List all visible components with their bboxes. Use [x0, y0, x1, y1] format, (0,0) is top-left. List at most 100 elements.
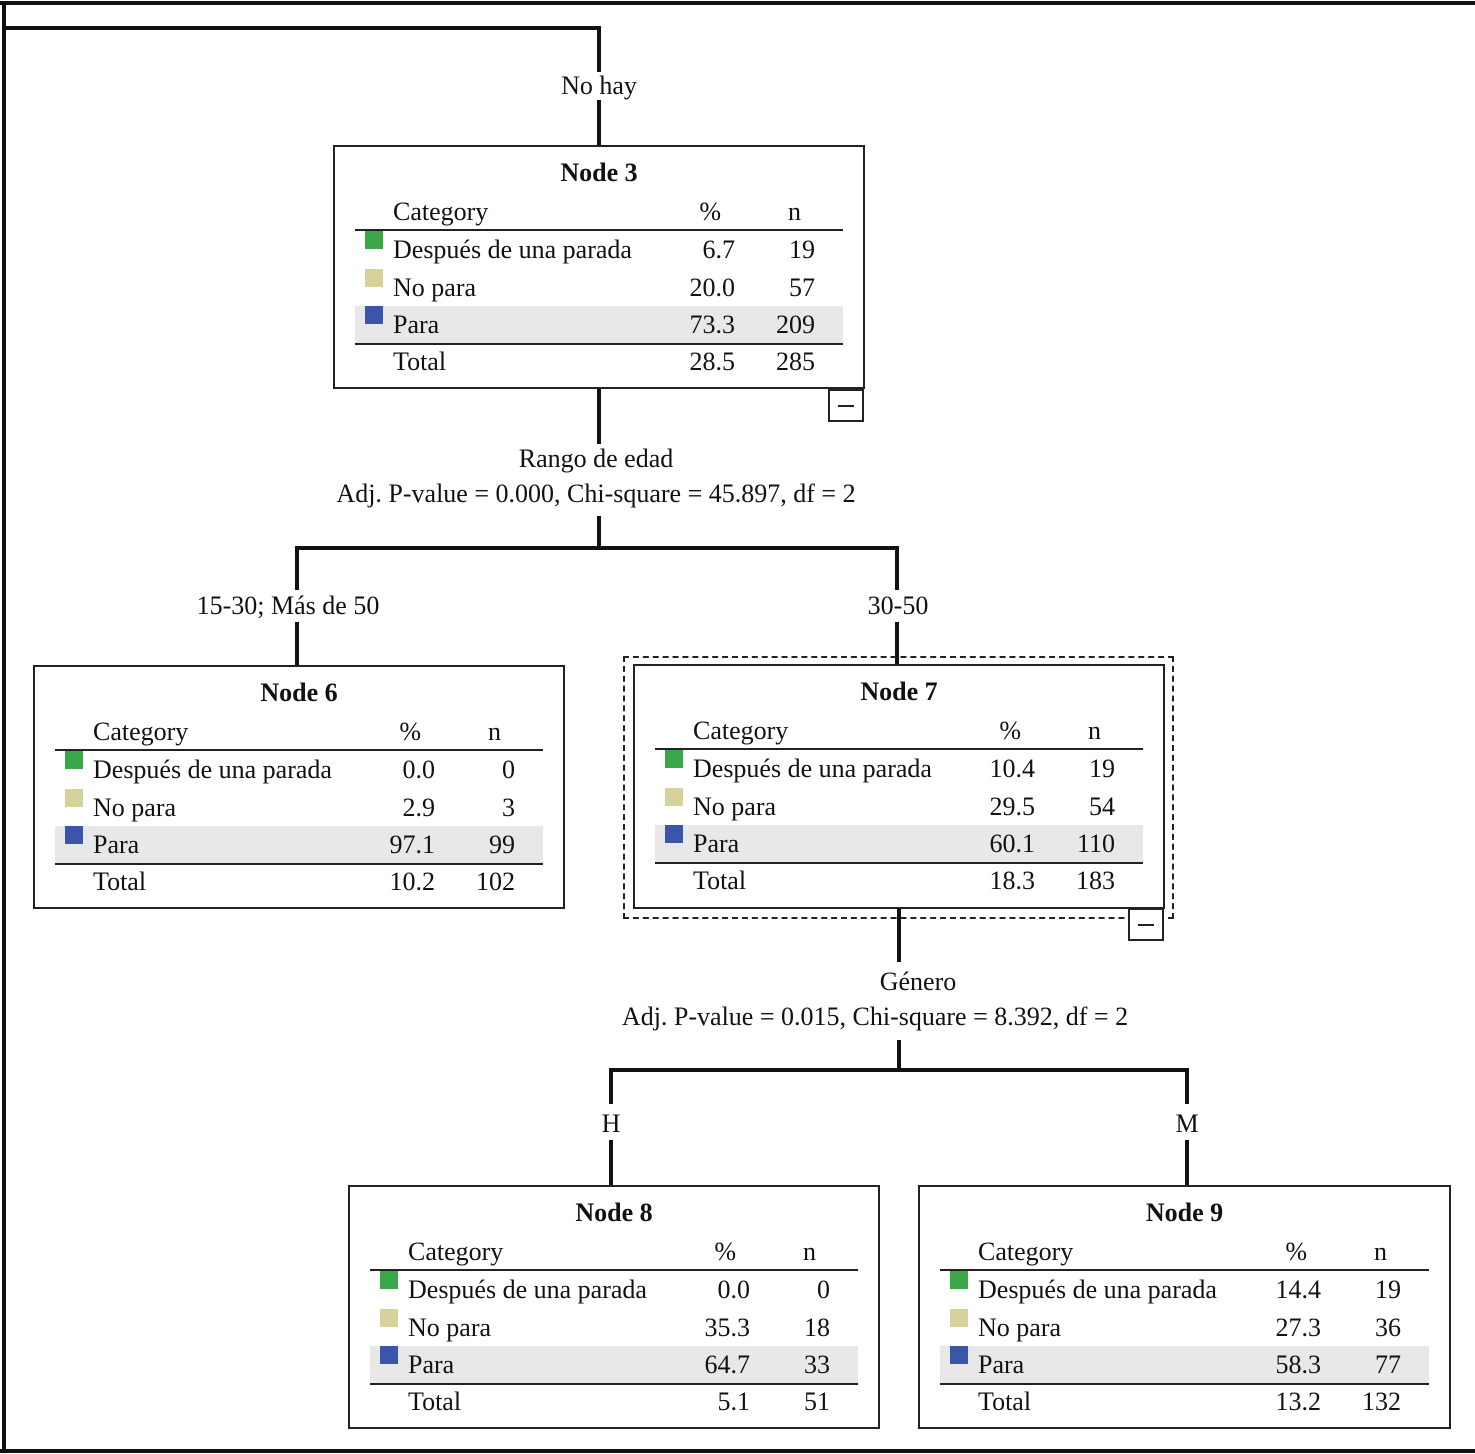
legend-swatch-no_para [380, 1308, 398, 1327]
total-n: 132 [1362, 1387, 1401, 1416]
row-percent: 20.0 [689, 272, 736, 302]
row-category: Después de una parada [978, 1275, 1217, 1304]
row-n: 99 [489, 830, 515, 859]
table-row: Después de una parada 0.0 0 [55, 751, 543, 788]
node3-split-bar-right [599, 546, 899, 590]
legend-swatch-para [665, 825, 683, 843]
header-rule [355, 229, 843, 231]
header-n: n [803, 1237, 816, 1266]
row-n: 19 [789, 235, 815, 264]
row-n: 77 [1375, 1350, 1401, 1379]
parent-connector [4, 26, 601, 72]
row-category: Después de una parada [693, 754, 932, 783]
total-rule [355, 343, 843, 345]
row-category: Después de una parada [93, 755, 332, 784]
node3-collapse-button[interactable] [828, 389, 864, 422]
legend-swatch-despues [365, 231, 383, 249]
total-percent: 28.5 [689, 347, 736, 376]
row-n: 33 [804, 1350, 830, 1379]
row-category: Para [978, 1350, 1025, 1379]
legend-swatch-no_para [365, 268, 383, 287]
split-variable-node3: Rango de edad [518, 444, 674, 473]
header-rule [655, 748, 1143, 750]
header-percent: % [1285, 1237, 1307, 1266]
header-rule [370, 1269, 858, 1271]
row-n: 57 [789, 272, 815, 302]
header-category: Category [393, 197, 489, 226]
row-percent: 0.0 [402, 755, 436, 784]
table-header: Category%n [370, 1233, 858, 1270]
row-percent: 97.1 [389, 830, 436, 859]
total-percent: 5.1 [717, 1387, 751, 1416]
table-row: Para 64.7 33 [370, 1346, 858, 1383]
total-label: Total [393, 347, 447, 376]
header-n: n [488, 717, 501, 746]
row-category: Después de una parada [393, 235, 632, 264]
total-n: 51 [804, 1387, 830, 1416]
header-rule [55, 749, 543, 751]
total-rule [370, 1383, 858, 1385]
row-category: No para [978, 1312, 1062, 1342]
legend-swatch-despues [380, 1271, 398, 1289]
total-n: 183 [1076, 866, 1115, 895]
legend-swatch-para [950, 1346, 968, 1364]
header-category: Category [693, 716, 789, 745]
legend-swatch-no_para [665, 787, 683, 806]
row-category: Para [693, 829, 740, 858]
row-n: 54 [1089, 791, 1115, 821]
row-percent: 64.7 [704, 1350, 751, 1379]
branch-label-node8: H [601, 1109, 621, 1138]
total-percent: 10.2 [389, 867, 436, 896]
branch-label-node9: M [1175, 1109, 1199, 1138]
header-n: n [1088, 716, 1101, 745]
total-label: Total [978, 1387, 1032, 1416]
table-header: Category% n [655, 712, 1143, 749]
row-n: 110 [1076, 829, 1115, 858]
header-category: Category [93, 717, 189, 746]
total-rule [55, 863, 543, 865]
table-row: Después de una parada 0.0 0 [370, 1271, 858, 1308]
total-rule [655, 862, 1143, 864]
table-header: Category%n [940, 1233, 1429, 1270]
row-n: 19 [1089, 754, 1115, 783]
split-stats-node7: Adj. P-value = 0.015, Chi-square = 8.392… [621, 1002, 1129, 1031]
header-rule [940, 1269, 1429, 1271]
table-row: Después de una parada 10.4 19 [655, 750, 1143, 787]
row-n: 0 [502, 755, 515, 784]
row-percent: 10.4 [989, 754, 1036, 783]
legend-swatch-no_para [65, 788, 83, 807]
header-percent: % [999, 716, 1021, 745]
legend-swatch-despues [65, 751, 83, 769]
header-category: Category [978, 1237, 1074, 1266]
node-title: Node 3 [560, 158, 638, 187]
legend-swatch-no_para [950, 1308, 968, 1327]
node7-collapse-button[interactable] [1128, 908, 1164, 941]
header-percent: % [699, 197, 721, 226]
row-category: Para [393, 310, 440, 339]
branch-label-node7: 30-50 [867, 591, 929, 620]
row-category: Después de una parada [408, 1275, 647, 1304]
row-percent: 0.0 [717, 1275, 751, 1304]
header-n: n [788, 197, 801, 226]
row-category: Para [408, 1350, 455, 1379]
row-n: 0 [817, 1275, 830, 1304]
row-percent: 35.3 [704, 1312, 751, 1342]
header-category: Category [408, 1237, 504, 1266]
legend-swatch-para [65, 826, 83, 844]
